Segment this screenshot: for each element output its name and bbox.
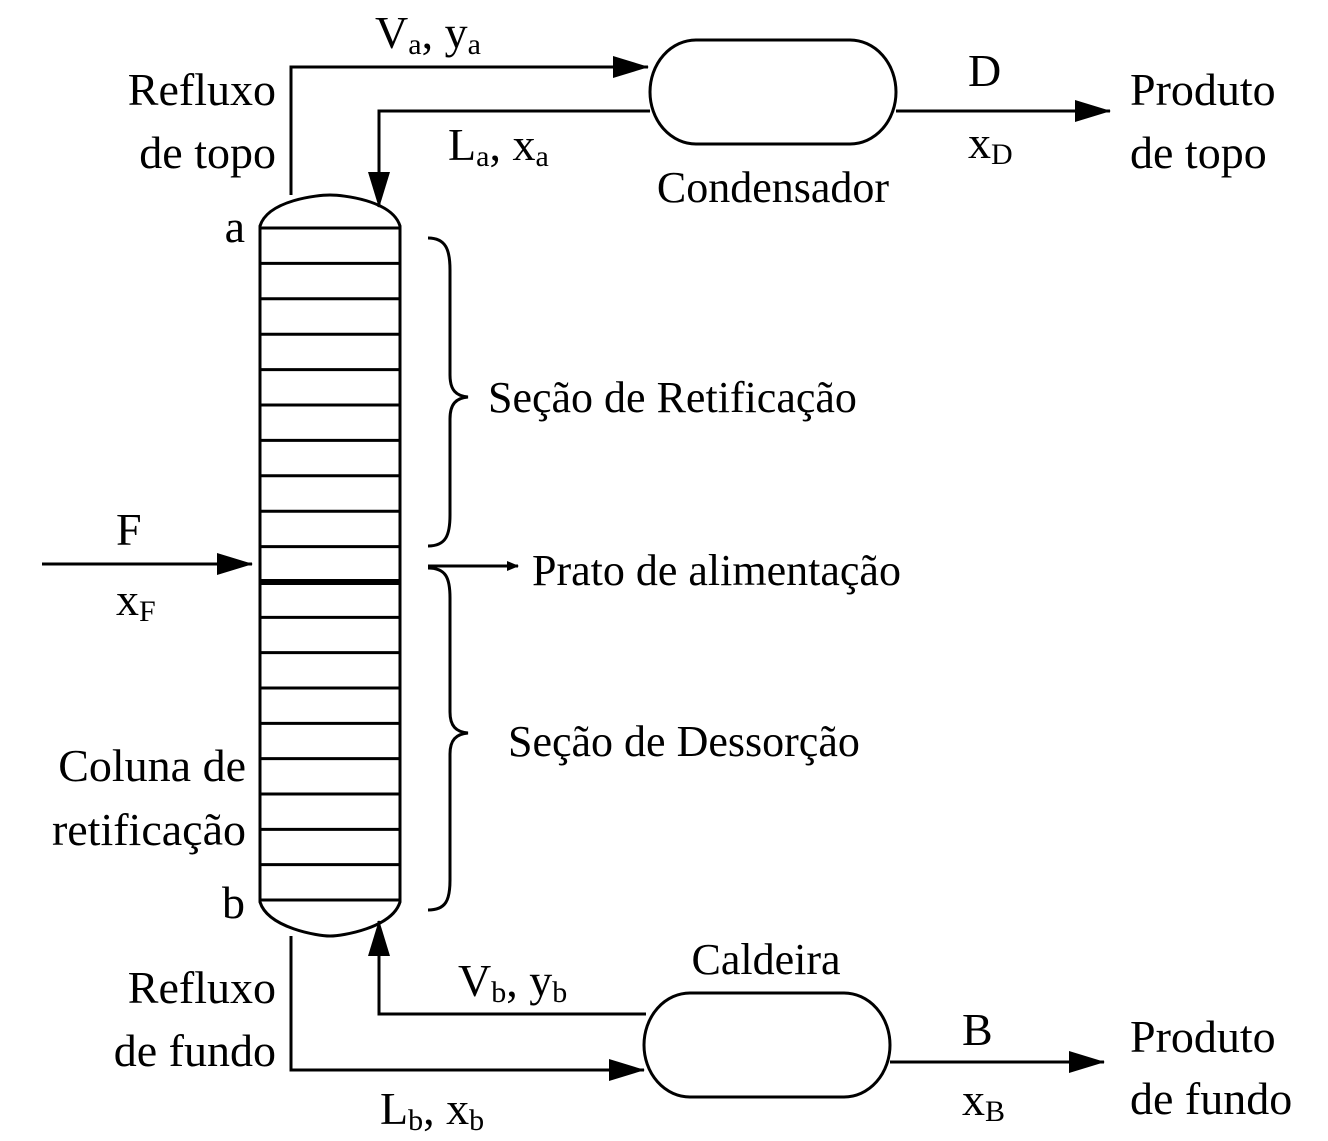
bottoms-label: B: [962, 1004, 993, 1055]
column-label-line2: retificação: [52, 804, 246, 855]
bottom-product-label-line1: Produto: [1130, 1011, 1276, 1062]
feed-plate-label: Prato de alimentação: [532, 546, 901, 595]
stripping-section-label: Seção de Dessorção: [508, 717, 860, 766]
bottom-point-label: b: [222, 877, 245, 928]
top-liquid-label: La, xa: [448, 119, 549, 173]
bottom-vapor-return-line: [368, 920, 646, 1016]
bottom-reflux-label-line2: de fundo: [114, 1025, 276, 1076]
reboiler-label: Caldeira: [691, 935, 840, 984]
column-shell: [258, 193, 402, 938]
bottom-product-label-line2: de fundo: [1130, 1073, 1292, 1124]
distillate-composition-label: xD: [968, 117, 1013, 171]
top-product-label-line2: de topo: [1130, 127, 1267, 178]
top-vapor-line: [289, 56, 649, 195]
bottoms-composition-label: xB: [962, 1074, 1005, 1128]
feed-label: F: [116, 504, 142, 555]
bottom-liquid-label: Lb, xb: [380, 1083, 484, 1137]
top-point-label: a: [225, 201, 245, 252]
top-reflux-label-line1: Refluxo: [128, 64, 276, 115]
bottom-reflux-label-line1: Refluxo: [128, 962, 276, 1013]
reboiler-vessel: [642, 991, 892, 1099]
distillation-column: [258, 193, 402, 938]
condenser-label: Condensador: [657, 163, 890, 212]
column-label-line1: Coluna de: [58, 740, 246, 791]
stripping-brace: [427, 566, 469, 912]
top-reflux-line: [368, 109, 650, 208]
rectification-section-label: Seção de Retificação: [488, 373, 857, 422]
left-labels: Refluxo de topo a b Coluna de retificaçã…: [52, 64, 276, 1076]
distillate-label: D: [968, 45, 1001, 96]
top-product-label-line1: Produto: [1130, 64, 1276, 115]
rectification-brace: [427, 236, 469, 548]
bottom-vapor-label: Vb, yb: [458, 955, 567, 1009]
top-vapor-label: Va, ya: [375, 7, 481, 61]
feed-composition-label: xF: [116, 574, 156, 628]
column-plates: [260, 226, 400, 902]
top-reflux-label-line2: de topo: [139, 127, 276, 178]
condenser-vessel: [648, 38, 898, 146]
bottom-liquid-line: [289, 936, 645, 1081]
